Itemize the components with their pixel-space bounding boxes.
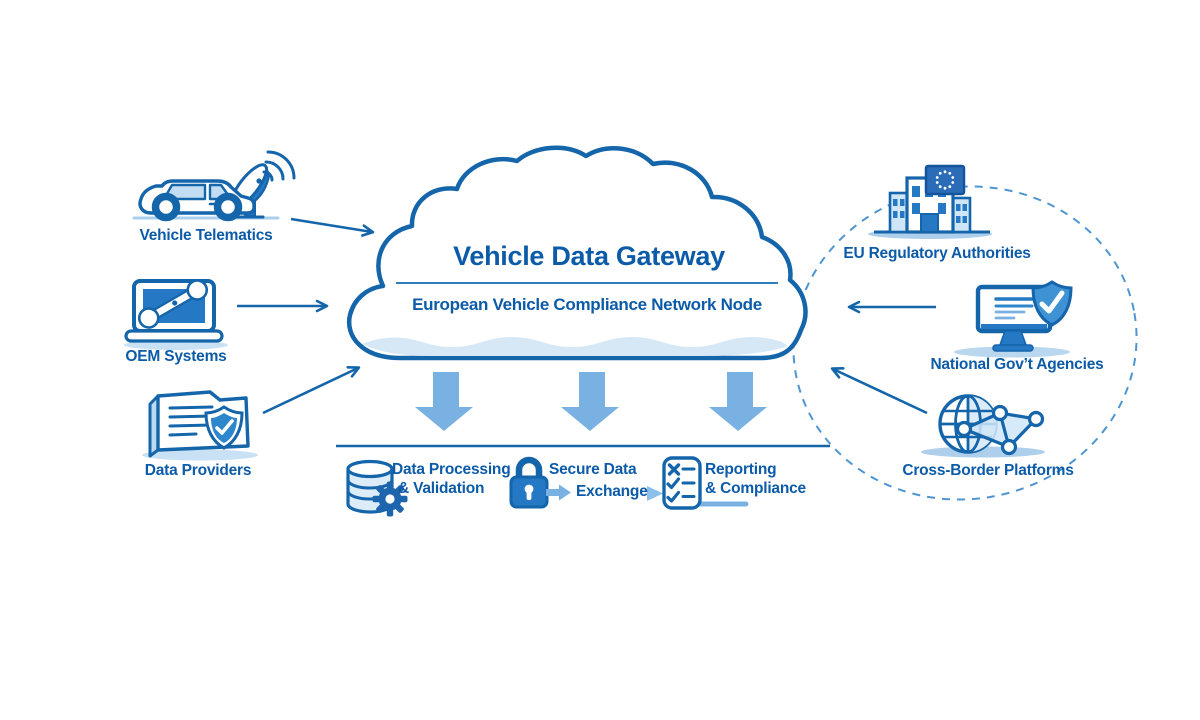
globe-network-icon <box>921 394 1045 458</box>
label-secure-data-line1: Secure Data <box>549 461 637 478</box>
padlock-icon <box>509 456 549 509</box>
wifi-signal-icon <box>262 150 296 182</box>
laptop-wrench-icon <box>124 279 228 350</box>
gateway-subtitle: European Vehicle Compliance Network Node <box>412 295 762 314</box>
label-data-processing-line1: Data Processing <box>392 461 511 478</box>
cloud-icon <box>346 145 808 361</box>
arrow-providers-to-gateway <box>262 366 361 415</box>
eu-building-icon <box>868 164 992 239</box>
gear-icon <box>372 481 408 517</box>
label-vehicle-telematics: Vehicle Telematics <box>139 227 273 244</box>
label-eu-regulatory-authorities: EU Regulatory Authorities <box>843 245 1031 262</box>
arrow-platforms-to-gateway <box>830 366 928 415</box>
label-data-processing-line2: & Validation <box>398 480 485 497</box>
arrow-telematics-to-gateway <box>290 217 375 237</box>
label-reporting-line1: Reporting <box>705 461 777 478</box>
documents-shield-icon <box>142 390 258 461</box>
monitor-shield-icon <box>954 280 1073 358</box>
car-telematics-icon <box>132 150 296 222</box>
label-data-providers: Data Providers <box>144 462 252 479</box>
eu-flag-icon <box>924 164 966 196</box>
gateway-title: Vehicle Data Gateway <box>453 241 725 271</box>
down-arrow-icon <box>415 372 473 431</box>
down-arrow-icon <box>561 372 619 431</box>
shield-check-icon <box>1031 280 1073 327</box>
wrench-icon <box>137 279 209 329</box>
down-arrow-icon <box>709 372 767 431</box>
checklist-icon <box>662 456 749 510</box>
label-national-govt-agencies: National Gov’t Agencies <box>930 356 1104 373</box>
database-gear-icon <box>346 459 408 517</box>
label-secure-data-line2: Exchange <box>576 483 648 500</box>
label-reporting-line2: & Compliance <box>705 480 806 497</box>
label-oem-systems: OEM Systems <box>125 348 227 365</box>
label-cross-border-platforms: Cross-Border Platforms <box>902 462 1074 479</box>
flow-triangle-icon <box>647 486 663 501</box>
network-nodes-icon <box>955 404 1045 456</box>
flow-arrow-icon <box>546 484 571 501</box>
cloud-inner-shade <box>362 337 788 356</box>
shield-check-icon <box>204 405 244 450</box>
downward-flow-arrows <box>415 372 767 431</box>
